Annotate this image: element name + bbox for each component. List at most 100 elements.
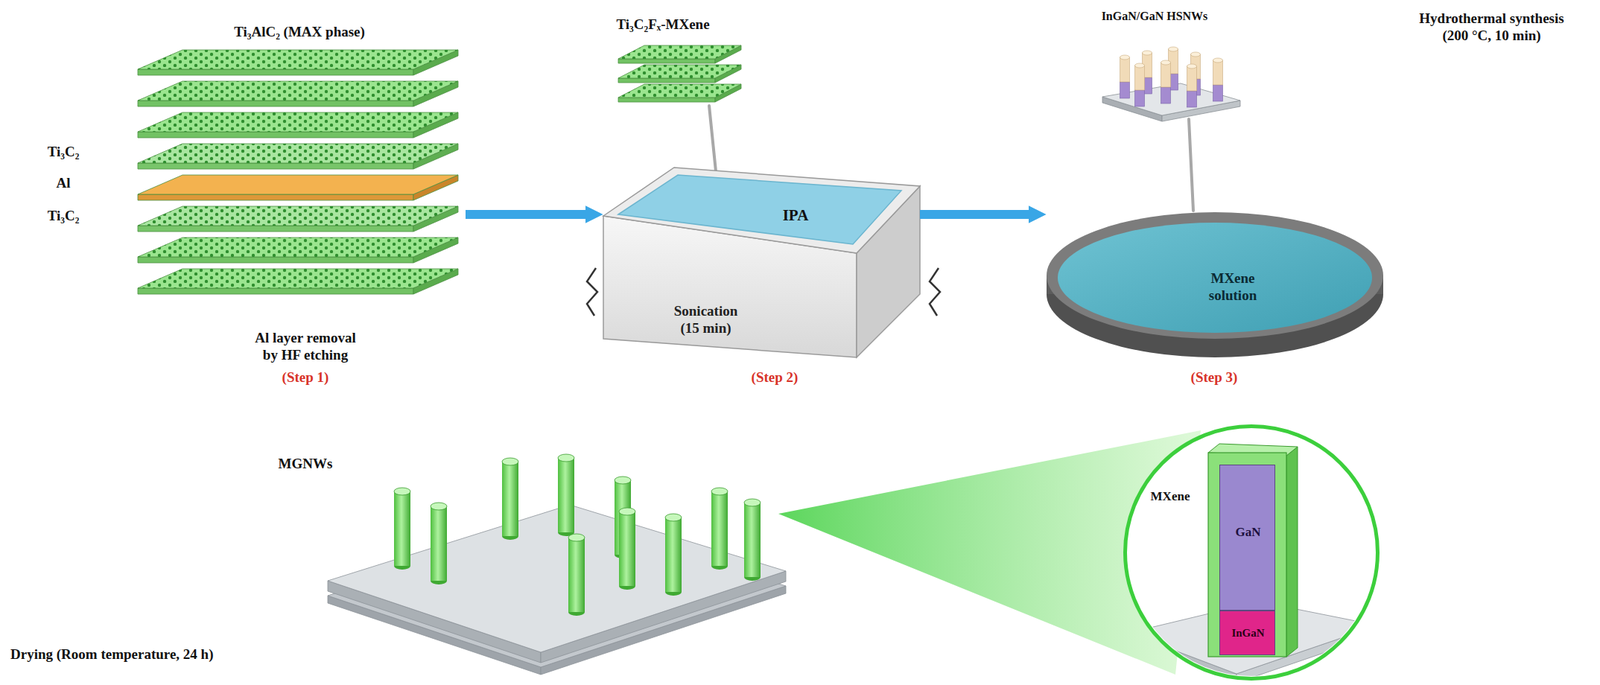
green-nanowire	[665, 517, 682, 593]
wire-cap	[394, 487, 411, 496]
layer-top	[618, 64, 742, 79]
layer-front	[137, 288, 414, 295]
step-label: (Step 3)	[1154, 369, 1274, 387]
layer-dots	[137, 49, 459, 70]
wire-base	[1120, 81, 1130, 99]
bath-liquid	[618, 175, 902, 245]
green-nanowire	[557, 458, 575, 533]
green-nanowire	[430, 506, 447, 582]
wire-top	[1161, 62, 1171, 88]
layer-top	[137, 268, 459, 289]
green-nanowire	[502, 461, 519, 537]
layer-top	[137, 206, 459, 226]
wire-top	[1213, 60, 1224, 85]
node-title: MXene solution	[1195, 270, 1271, 305]
wire-cap	[711, 487, 728, 496]
layer-top	[137, 49, 459, 70]
wire-top	[1135, 65, 1145, 91]
wire-top	[1120, 57, 1130, 82]
green-nanowire	[568, 537, 585, 613]
wire-cap	[1168, 46, 1179, 52]
hsnw-drawing	[1102, 46, 1241, 122]
wire-cap	[614, 476, 631, 485]
wire-base	[1213, 84, 1224, 102]
mxene-shell	[1208, 452, 1287, 657]
max-phase-stack-drawing	[137, 49, 459, 295]
layer-front	[137, 194, 414, 201]
layer-dots	[137, 112, 459, 132]
step-label: (Step 1)	[245, 369, 365, 387]
wire-cap	[618, 508, 636, 516]
step-label: (Step 2)	[715, 369, 835, 387]
layer-front	[137, 100, 414, 107]
mxene-dish: MXene solution	[1046, 212, 1384, 358]
ingan-segment: InGaN	[1219, 610, 1276, 656]
vibration-mark	[929, 268, 941, 316]
plate-top	[1128, 601, 1379, 675]
layer-label: Ti₃C₂	[22, 207, 105, 225]
layer-front	[618, 58, 716, 64]
zoom-content	[1128, 443, 1379, 684]
wire-cap	[1191, 52, 1201, 57]
layer-front	[137, 256, 414, 263]
substrate-drawing	[327, 454, 786, 675]
wire-cap	[1120, 55, 1130, 60]
layer-dots	[137, 143, 459, 164]
dish-drawing	[1046, 212, 1384, 358]
wire-cap	[665, 513, 682, 522]
layer-front	[137, 163, 414, 170]
shell-side	[1286, 446, 1298, 657]
wire-base	[1187, 90, 1198, 108]
bath-drawing	[603, 167, 920, 358]
process-arrow	[465, 210, 587, 219]
gan-segment: GaN	[1219, 464, 1276, 611]
layer-dots	[618, 64, 742, 79]
vibration-mark	[586, 268, 598, 316]
layer-dots	[618, 45, 742, 59]
layer-top	[137, 81, 459, 101]
layer-top	[137, 237, 459, 257]
green-nanowire	[744, 502, 761, 578]
wire-top	[1187, 66, 1198, 91]
green-nanowire	[711, 491, 728, 567]
wire-cap	[557, 454, 575, 462]
zoom-ground	[1126, 427, 1377, 678]
process-arrow	[919, 210, 1031, 219]
layer-top	[137, 143, 459, 164]
node-caption: Al layer removal by HF etching	[249, 329, 362, 365]
wire-cap	[1135, 63, 1145, 68]
process-note: Drying (Room temperature, 24 h)	[10, 646, 249, 664]
wire-cap	[744, 499, 761, 507]
layer-front	[137, 131, 414, 138]
node-title: IPA	[773, 206, 818, 225]
layer-front	[137, 225, 414, 232]
dish-rim	[1046, 212, 1384, 339]
bath-rim	[603, 167, 920, 254]
wire-cap	[1161, 60, 1171, 65]
process-note: Hydrothermal synthesis (200 °C, 10 min)	[1411, 10, 1572, 45]
layer-label: Al	[22, 175, 105, 193]
max-phase-stack: Ti₃AlC₂ (MAX phase)Al layer removal by H…	[134, 48, 466, 295]
green-nanowire	[618, 511, 636, 587]
node-title: GaN	[1220, 525, 1276, 541]
wire-cap	[502, 458, 519, 466]
layer-front	[618, 78, 716, 83]
wire-cap	[1187, 64, 1198, 69]
layer-top	[618, 45, 742, 59]
node-caption: Sonication (15 min)	[662, 303, 749, 338]
wire-base	[1135, 90, 1145, 107]
wire-base	[1161, 87, 1171, 104]
wire-cap	[1213, 58, 1224, 63]
material-label: Ti₃C₂Fₓ-MXene	[588, 16, 738, 34]
layer-top	[137, 112, 459, 132]
layer-dots	[618, 84, 742, 98]
wire-cap	[568, 534, 585, 542]
layer-dots	[137, 237, 459, 257]
sonication-bath: IPA Sonication (15 min)	[603, 167, 920, 360]
zoom-circle: GaNInGaNMXene	[1123, 424, 1380, 681]
layer-label: Ti₃C₂	[22, 143, 105, 161]
